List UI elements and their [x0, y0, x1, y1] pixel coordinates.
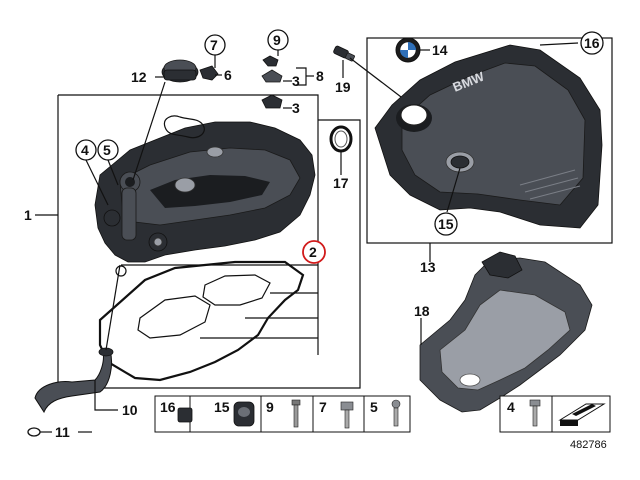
callout-2: 2	[309, 244, 317, 260]
legend-label-15: 15	[214, 399, 230, 415]
callout-15: 15	[438, 216, 454, 232]
legend-label-7: 7	[319, 399, 327, 415]
callout-3a: 3	[292, 73, 300, 89]
seal-ring-part	[163, 115, 205, 139]
legend-part-16	[177, 407, 193, 423]
callout-19: 19	[335, 79, 351, 95]
callout-7: 7	[210, 37, 218, 53]
direction-arrow-icon	[558, 403, 606, 426]
callout-10: 10	[122, 402, 138, 418]
callout-17: 17	[333, 175, 349, 191]
callout-9: 9	[273, 32, 281, 48]
callout-4: 4	[81, 142, 89, 158]
callout-13: 13	[420, 259, 436, 275]
legend-label-16: 16	[160, 399, 176, 415]
legend-part-5-pin	[391, 399, 401, 427]
oil-filler-cap-part	[161, 59, 199, 83]
callout-2-circle	[302, 240, 326, 264]
main-assembly-frame	[35, 94, 361, 389]
legend-strip: 16 15 9 7 5 4	[154, 395, 611, 433]
callout-14: 14	[432, 42, 448, 58]
engine-cover-frame	[366, 37, 613, 262]
legend-label-9: 9	[266, 399, 274, 415]
callout-5: 5	[103, 142, 111, 158]
shield-part-18	[419, 251, 593, 413]
o-ring-part-17	[329, 125, 353, 153]
valve-cover-part	[94, 121, 316, 263]
engine-cover-part: BMW	[374, 44, 603, 229]
clip-part-6	[199, 65, 219, 81]
legend-part-4-screw	[529, 399, 541, 427]
legend-part-9-bolt	[291, 399, 301, 428]
callout-11: 11	[55, 424, 70, 440]
bracket-parts-3-8-9	[261, 55, 283, 109]
callout-15-circle	[434, 212, 458, 236]
gasket-leaders	[121, 264, 318, 339]
callout-16-circle	[580, 31, 604, 55]
legend-label-4: 4	[507, 399, 515, 415]
callout-1: 1	[24, 207, 32, 223]
callout-3b: 3	[292, 100, 300, 116]
callout-8: 8	[316, 68, 324, 84]
hose-part-10	[34, 347, 114, 414]
legend-label-5: 5	[370, 399, 378, 415]
o-ring-part-11	[27, 427, 41, 437]
callout-9-circle	[267, 29, 289, 51]
bmw-roundel-part-14	[395, 37, 421, 63]
legend-part-7-bolt	[340, 401, 354, 429]
callout-7-circle	[204, 34, 226, 56]
gasket-part-2	[98, 260, 305, 382]
callout-16: 16	[584, 35, 600, 51]
callout-6: 6	[224, 67, 232, 83]
image-number: 482786	[570, 439, 607, 451]
callout-18: 18	[414, 303, 430, 319]
callout-12: 12	[131, 69, 147, 85]
